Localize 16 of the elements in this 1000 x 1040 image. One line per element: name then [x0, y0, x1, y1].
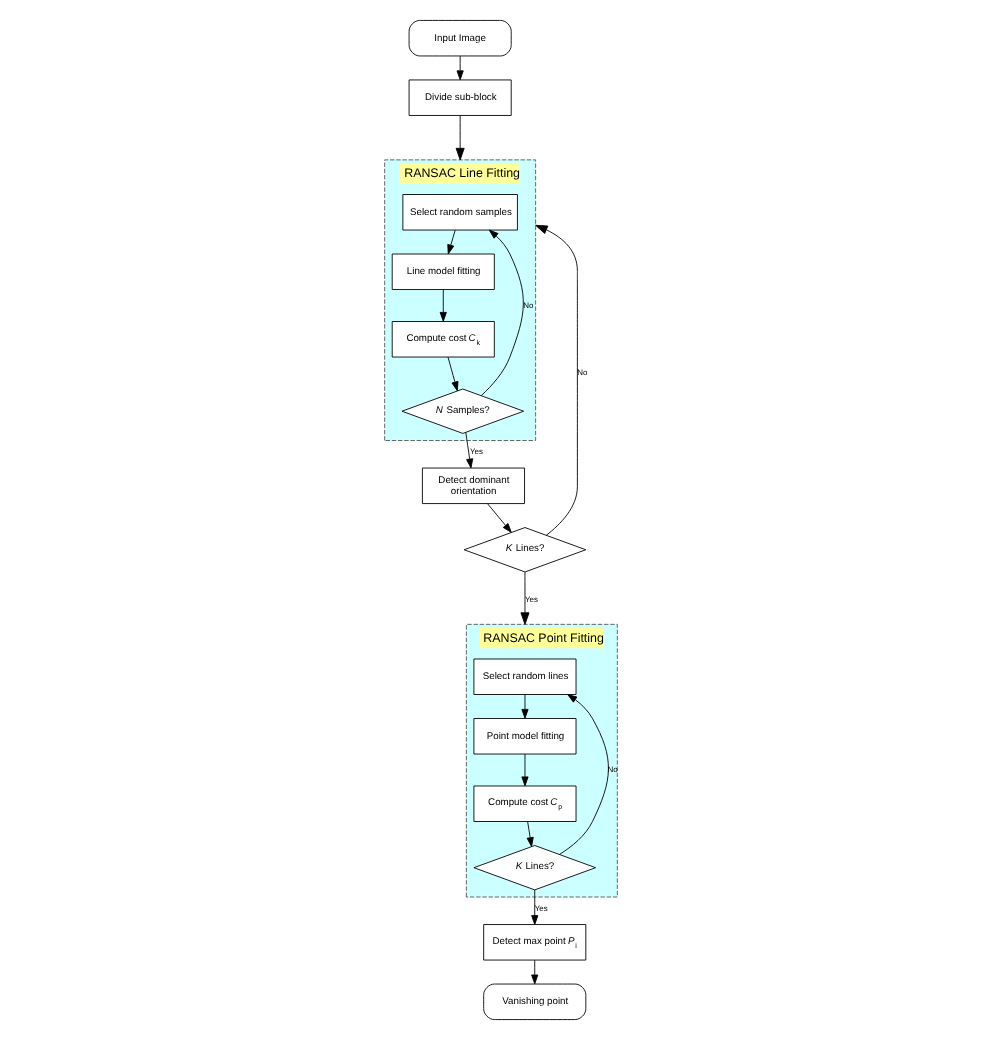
arrow: [530, 959, 538, 985]
arrow: [534, 224, 577, 536]
arrow: [525, 821, 533, 847]
arrow: [530, 889, 538, 925]
arrow: [486, 503, 511, 533]
arrow: [455, 55, 463, 81]
arrow: [558, 694, 608, 855]
arrow: [479, 229, 523, 397]
arrow: [520, 753, 528, 787]
arrow: [520, 694, 528, 719]
arrow: [438, 289, 446, 322]
arrow: [519, 571, 529, 625]
arrow: [446, 229, 455, 255]
arrow: [446, 356, 458, 392]
arrow: [464, 431, 473, 469]
arrow: [454, 115, 464, 161]
